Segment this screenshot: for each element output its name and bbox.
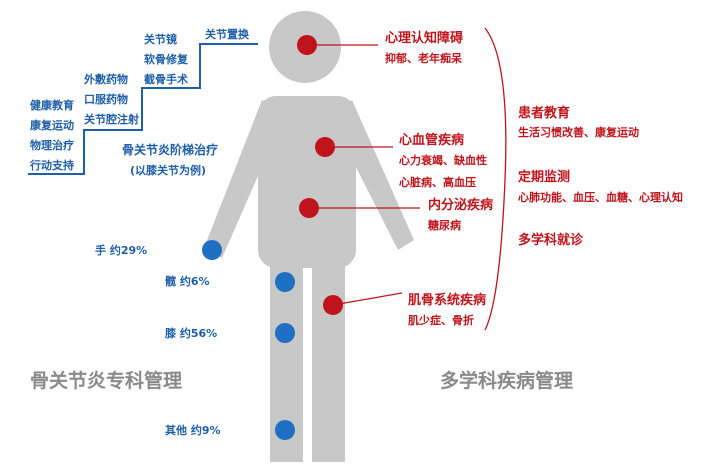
disease-title: 肌骨系统疾病 [408, 293, 487, 308]
footer-left-title: 骨关节炎专科管理 [30, 370, 183, 392]
step-item: 关节镜 [144, 33, 177, 46]
disease-title: 内分泌疾病 [428, 198, 494, 213]
disease-detail: 心力衰竭、缺血性 [399, 154, 487, 167]
footer-right-title: 多学科疾病管理 [440, 370, 574, 392]
step-item: 物理治疗 [30, 139, 74, 152]
joint-label-knee: 膝 约56% [165, 327, 218, 340]
bracket [484, 27, 507, 331]
ladder-step-3: 关节镜 软骨修复 截骨手术 [144, 30, 188, 90]
step-item: 截骨手术 [144, 73, 188, 86]
disease-dots [297, 35, 343, 315]
disease-detail: 糖尿病 [428, 219, 461, 232]
step-item: 外敷药物 [84, 73, 128, 86]
disease-detail: 心脏病、高血压 [399, 176, 476, 189]
joint-label-hip: 髋 约6% [165, 275, 210, 288]
management-title: 患者教育 [518, 106, 571, 121]
step-item: 康复运动 [30, 119, 74, 132]
joint-label-hand: 手 约29% [95, 244, 148, 257]
step-item: 口服药物 [84, 93, 128, 106]
step-item: 软骨修复 [144, 53, 188, 66]
joint-label-other: 其他 约9% [165, 424, 221, 437]
step-item: 健康教育 [30, 99, 74, 112]
human-figure [204, 11, 414, 462]
management-detail: 心肺功能、血压、血糖、心理认知 [518, 191, 683, 204]
ladder-subtitle: (以膝关节为例) [130, 164, 207, 177]
disease-detail: 抑郁、老年痴呆 [385, 52, 462, 65]
ladder-step-2: 外敷药物 口服药物 关节腔注射 [84, 70, 139, 130]
ladder-step-1: 健康教育 康复运动 物理治疗 行动支持 [30, 96, 74, 176]
step-item: 关节腔注射 [84, 113, 139, 126]
ladder-steps [28, 43, 258, 175]
joint-dots [202, 240, 295, 440]
step-item: 行动支持 [30, 159, 74, 172]
disease-title: 心理认知障碍 [385, 31, 464, 46]
connector-lines [307, 27, 507, 331]
management-title: 多学科就诊 [518, 233, 584, 248]
management-title: 定期监测 [518, 170, 571, 185]
management-detail: 生活习惯改善、康复运动 [518, 126, 639, 139]
disease-title: 心血管疾病 [399, 133, 465, 148]
disease-detail: 肌少症、骨折 [408, 314, 474, 327]
step-item: 关节置换 [205, 28, 249, 41]
ladder-title: 骨关节炎阶梯治疗 [122, 143, 219, 157]
